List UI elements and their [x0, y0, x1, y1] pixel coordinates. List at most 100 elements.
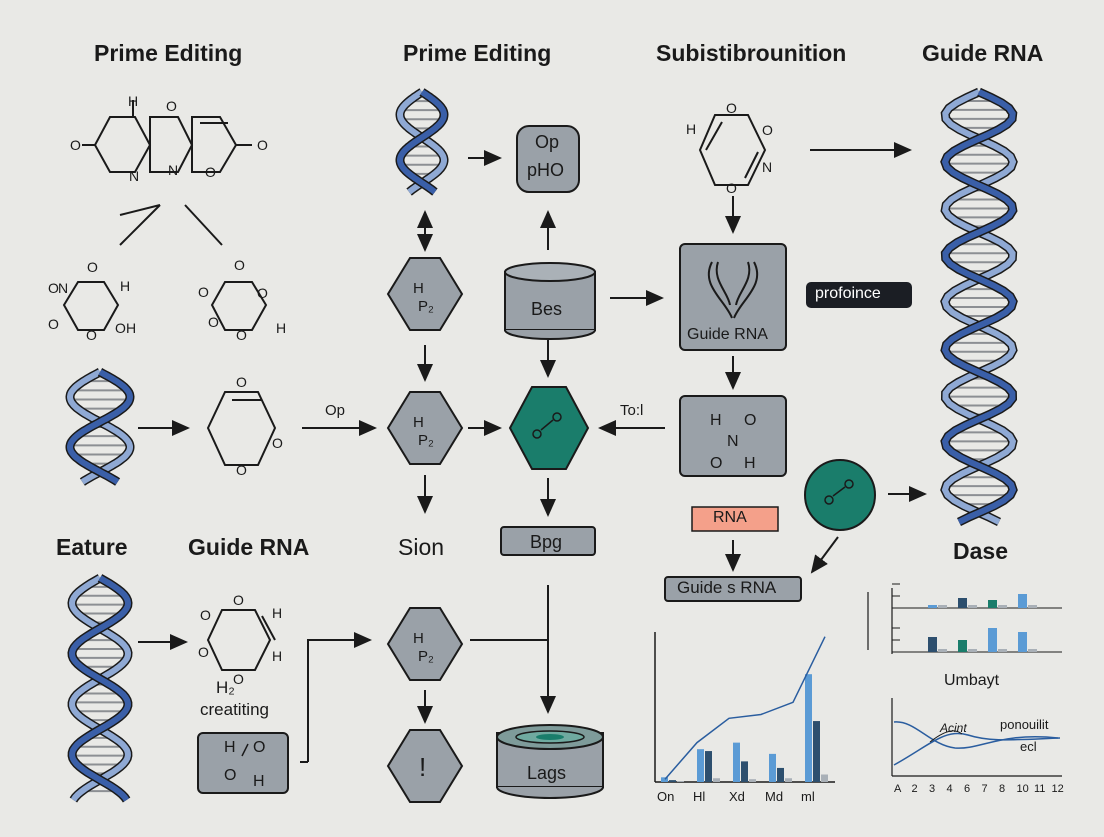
h2-label: H₂	[216, 678, 235, 697]
svg-text:O: O	[726, 180, 737, 196]
chart2-bar	[988, 628, 997, 652]
fused-ring-atoms: H O O N N O O	[70, 93, 268, 184]
chart3-line-b	[893, 721, 1059, 749]
svg-text:O: O	[224, 767, 236, 784]
chart2-bar-small	[938, 649, 947, 652]
header-umbayt: Umbayt	[944, 672, 1000, 689]
header-prime-editing-1: Prime Editing	[94, 40, 243, 66]
chart1-bar	[777, 767, 784, 782]
dna-helix-mid-left	[65, 368, 135, 486]
svg-text:O: O	[762, 122, 773, 138]
svg-text:H: H	[272, 648, 282, 664]
chart1-bar	[813, 721, 820, 782]
header-eature: Eature	[56, 534, 128, 560]
chart3-tick-label: 6	[964, 783, 970, 795]
oo-glyphs	[532, 412, 854, 505]
chart1-tick-label: ml	[801, 789, 815, 804]
svg-text:N: N	[168, 162, 178, 178]
svg-text:O: O	[198, 644, 209, 660]
dna-strand-light	[68, 575, 132, 802]
svg-text:O: O	[48, 316, 59, 332]
chart2-bar	[928, 637, 937, 652]
dna-strand-blue	[397, 89, 448, 195]
chart1-bar	[749, 779, 756, 782]
chart1-bar	[705, 751, 712, 782]
svg-text:O: O	[257, 137, 268, 153]
svg-text:H: H	[744, 455, 756, 472]
dna-strand-blue	[941, 89, 1017, 525]
hex-node-2	[386, 391, 464, 465]
svg-text:O: O	[198, 284, 209, 300]
dna-strand-light	[941, 89, 1017, 525]
svg-text:H: H	[253, 773, 265, 790]
hex3-h: H	[413, 630, 424, 647]
ring-top-right-atoms: OO HN O	[686, 100, 773, 196]
svg-text:O: O	[115, 320, 126, 336]
ring-bottom-left-atoms: OO HO HO	[198, 592, 282, 687]
svg-text:O: O	[208, 314, 219, 330]
svg-text:O: O	[253, 739, 265, 756]
op-pho-line2: pHO	[527, 160, 565, 180]
chart3-tick-label: 8	[999, 783, 1005, 795]
hex1-p2: P₂	[418, 298, 434, 315]
chart2-bar-small	[998, 605, 1007, 608]
chart2-bar	[988, 600, 997, 608]
chart2-bar	[958, 640, 967, 652]
op-pho-line1: Op	[535, 132, 560, 152]
ring-molecule-top-right	[698, 114, 767, 186]
split-line-left	[119, 204, 161, 246]
profounce-label: profoince	[815, 285, 881, 302]
guide-rna-box	[679, 243, 787, 351]
dna-helix-top-center	[395, 88, 449, 196]
bpg-label: Bpg	[530, 532, 563, 552]
ring-center-atoms: OOO	[236, 374, 283, 478]
chart3-line-a	[893, 732, 1061, 766]
header-dase: Dase	[953, 538, 1008, 564]
svg-text:O: O	[744, 412, 756, 429]
op-pho-box	[516, 125, 580, 193]
header-prime-editing-2: Prime Editing	[403, 40, 552, 66]
rna-tag-label: RNA	[713, 509, 747, 526]
svg-text:H: H	[128, 93, 138, 109]
svg-text:O: O	[236, 374, 247, 390]
rna-tag	[691, 506, 779, 532]
hno-box-right	[679, 395, 787, 477]
chart1-line	[664, 636, 826, 780]
svg-text:O: O	[86, 327, 97, 343]
svg-text:O: O	[166, 98, 177, 114]
guide-rna-loop-icon	[707, 261, 759, 319]
ring-molecule-center	[206, 391, 277, 466]
dna-strand-light	[396, 89, 447, 195]
hno-box-bottom	[197, 732, 289, 794]
chart1-bar	[769, 753, 776, 782]
chart2-bar	[1018, 594, 1027, 608]
svg-text:O: O	[87, 259, 98, 275]
arrow-label-op: Op	[325, 402, 346, 419]
small-bar-chart	[867, 583, 1062, 654]
svg-text:N: N	[129, 168, 139, 184]
guide-s-rna-label: Guide s RNA	[677, 578, 777, 597]
chart3-tick-label: 10	[1017, 783, 1029, 795]
svg-text:H: H	[710, 412, 722, 429]
svg-text:O: O	[233, 671, 244, 687]
chart1-bar	[805, 674, 812, 782]
guide-s-rna-box	[664, 576, 802, 602]
chart3-tick-label: 4	[947, 783, 953, 795]
teal-hex-node	[508, 386, 590, 470]
chart1-tick-label: Xd	[729, 789, 745, 804]
hex1-h: H	[413, 280, 424, 297]
header-sion: Sion	[398, 534, 445, 560]
bes-label: Bes	[531, 299, 563, 319]
header-guide-rna-top: Guide RNA	[922, 40, 1044, 66]
svg-text:O: O	[234, 257, 245, 273]
profounce-pill	[806, 282, 912, 308]
chart3-tick-label: A	[894, 783, 902, 795]
svg-text:N: N	[727, 433, 739, 450]
teal-circle-node	[804, 459, 876, 531]
svg-text:H: H	[686, 121, 696, 137]
guide-rna-box-label: Guide RNA	[687, 326, 768, 343]
